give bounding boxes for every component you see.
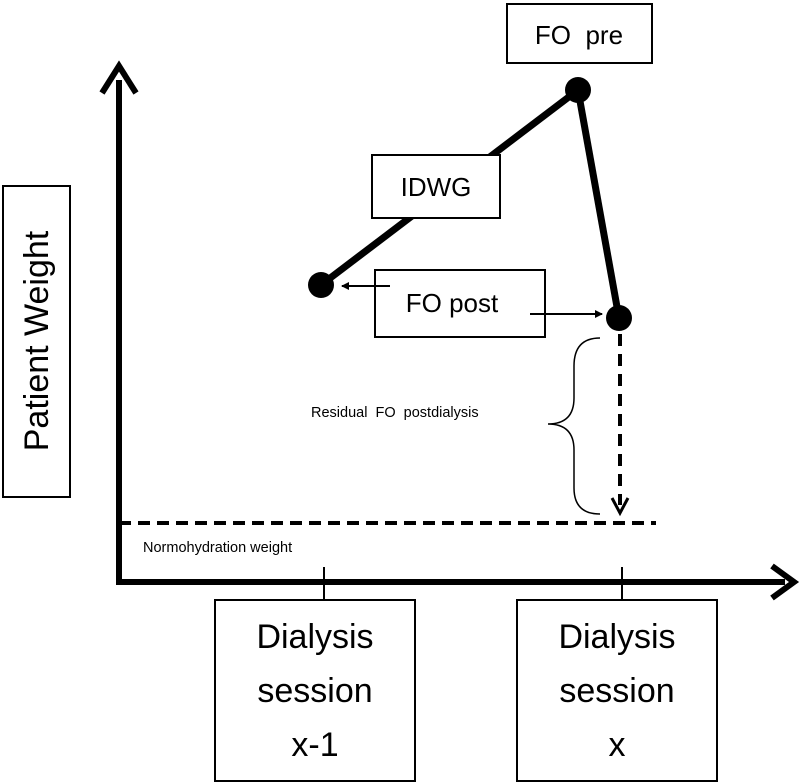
residual-arrowhead [610, 497, 630, 517]
session-x-1-box [214, 599, 416, 782]
dialysis-drop-line [574, 89, 623, 319]
fo-post-box [374, 269, 546, 338]
residual-brace [547, 337, 601, 515]
session-x-1-line3: x-1 [291, 726, 338, 764]
residual-label: Residual FO postdialysis [311, 405, 479, 421]
normohydration-label: Normohydration weight [143, 540, 292, 556]
post-dialysis-point-x-1 [308, 272, 334, 298]
session-x-line3: x [609, 726, 626, 764]
session-x-1-line2: session [257, 672, 372, 710]
fo-pre-label: FO pre [535, 20, 623, 50]
pre-dialysis-point-x [565, 77, 591, 103]
fo-pre-box [506, 3, 653, 64]
post-dialysis-point-x [606, 305, 632, 331]
session-x-line1: Dialysis [558, 618, 675, 656]
session-x-1-line1: Dialysis [256, 618, 373, 656]
x-axis-arrowhead [770, 563, 800, 601]
session-x-line2: session [559, 672, 674, 710]
fo-post-label: FO post [406, 288, 499, 318]
session-x-box [516, 599, 718, 782]
y-axis-label-box [2, 185, 71, 498]
idwg-label: IDWG [401, 172, 472, 202]
idwg-box [371, 154, 501, 219]
y-axis-arrowhead [99, 60, 139, 95]
y-axis-label: Patient Weight [18, 230, 56, 451]
